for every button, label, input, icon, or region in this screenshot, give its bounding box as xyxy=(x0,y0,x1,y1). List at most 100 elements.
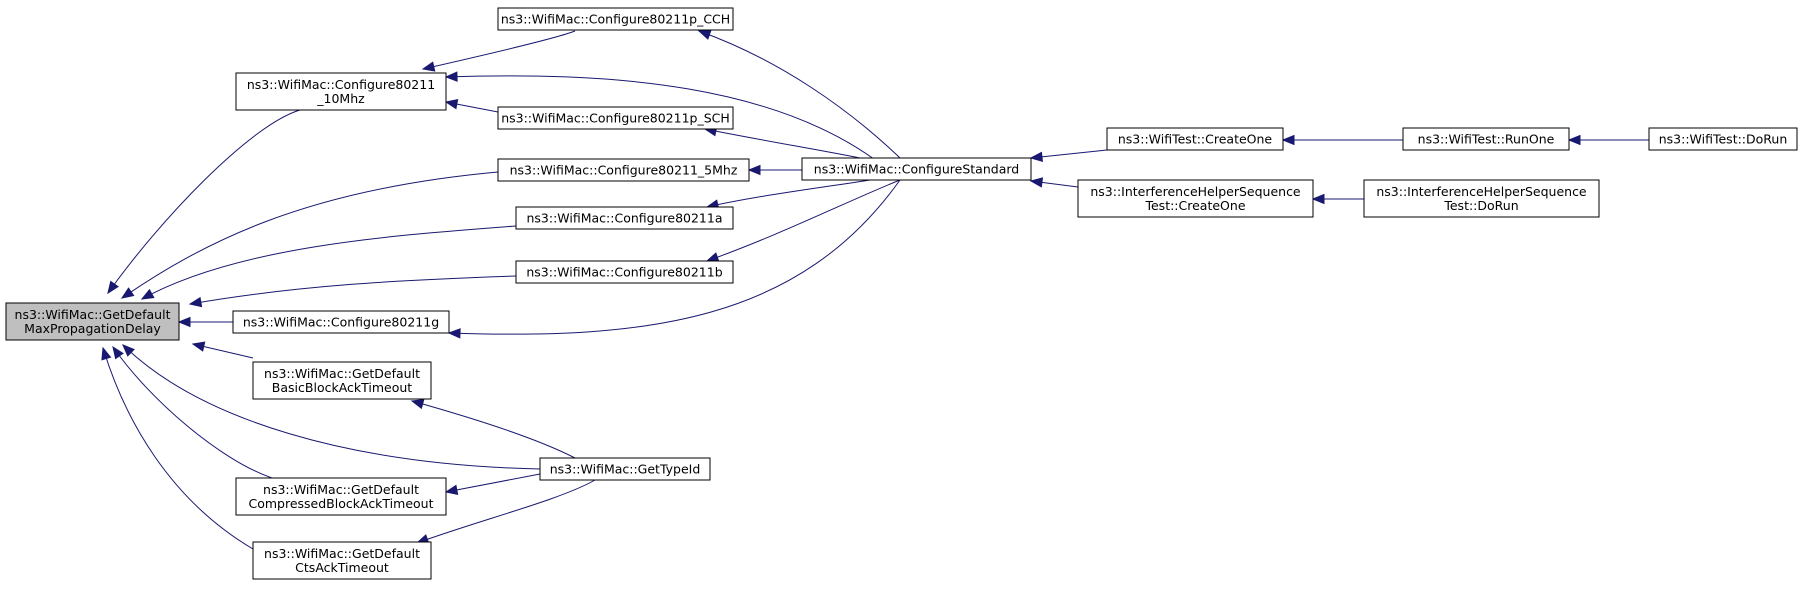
edge-line xyxy=(706,179,901,262)
edge-basic-to-root xyxy=(191,341,254,359)
edge-typeid-to-basic xyxy=(410,399,576,459)
node-label-line: ns3::WifiMac::Configure80211 xyxy=(247,77,435,92)
node-root[interactable]: ns3::WifiMac::GetDefaultMaxPropagationDe… xyxy=(5,302,180,341)
edge-line xyxy=(698,30,901,159)
node-wtd[interactable]: ns3::WifiTest::DoRun xyxy=(1648,127,1798,151)
node-typeid[interactable]: ns3::WifiMac::GetTypeId xyxy=(539,457,711,481)
edge-line xyxy=(102,347,254,550)
node-label-line: ns3::WifiMac::Configure80211p_SCH xyxy=(501,111,730,126)
node-ca[interactable]: ns3::WifiMac::Configure80211a xyxy=(515,206,734,230)
edge-psch-to-c10 xyxy=(444,99,499,113)
edge-arrowhead xyxy=(1567,134,1581,146)
node-label-line: ns3::WifiMac::GetDefault xyxy=(15,307,171,322)
edge-arrowhead xyxy=(191,341,206,352)
edge-ihc-to-cfg xyxy=(1029,177,1079,188)
edge-line xyxy=(121,171,499,299)
edge-line xyxy=(706,179,871,208)
edge-cts-to-root xyxy=(101,346,254,550)
edge-arrowhead xyxy=(1029,151,1043,163)
nodes-layer: ns3::WifiMac::GetDefaultMaxPropagationDe… xyxy=(5,7,1798,580)
node-label-line: ns3::WifiTest::RunOne xyxy=(1418,132,1555,147)
node-label-line: MaxPropagationDelay xyxy=(24,321,161,336)
edge-c10-to-root xyxy=(107,109,301,295)
node-box xyxy=(1648,127,1798,151)
node-label-line: ns3::InterferenceHelperSequence xyxy=(1376,184,1587,199)
node-box xyxy=(1402,127,1570,151)
node-pcch[interactable]: ns3::WifiMac::Configure80211p_CCH xyxy=(497,7,734,31)
edge-arrowhead xyxy=(421,61,436,72)
node-label-line: ns3::WifiMac::Configure80211a xyxy=(527,211,723,226)
edge-arrowhead xyxy=(101,346,112,361)
node-cb[interactable]: ns3::WifiMac::Configure80211b xyxy=(515,260,734,284)
edge-wtc-to-cfg xyxy=(1029,149,1108,163)
edge-cfg-to-c5 xyxy=(747,164,802,176)
node-label-line: ns3::WifiMac::Configure80211p_CCH xyxy=(501,12,730,27)
node-box xyxy=(515,260,734,284)
node-label-line: Test::DoRun xyxy=(1443,198,1518,213)
edge-line xyxy=(1030,149,1108,159)
edge-typeid-to-root xyxy=(122,344,541,470)
node-box xyxy=(497,7,734,31)
edge-cfg-to-ca xyxy=(705,179,871,210)
node-cg[interactable]: ns3::WifiMac::Configure80211g xyxy=(232,310,450,334)
node-basic[interactable]: ns3::WifiMac::GetDefaultBasicBlockAckTim… xyxy=(252,361,432,400)
node-cfg[interactable]: ns3::WifiMac::ConfigureStandard xyxy=(801,157,1032,181)
edge-line xyxy=(416,479,596,544)
node-wtc[interactable]: ns3::WifiTest::CreateOne xyxy=(1106,127,1284,151)
edge-arrowhead xyxy=(444,71,458,82)
edge-line xyxy=(107,109,301,294)
edge-cg-to-root xyxy=(177,316,233,328)
node-box xyxy=(235,477,447,516)
edge-line xyxy=(189,275,517,305)
edge-arrowhead xyxy=(697,29,712,40)
node-label-line: ns3::WifiMac::Configure80211g xyxy=(243,315,439,330)
edge-arrowhead xyxy=(1029,177,1044,188)
edge-arrowhead xyxy=(410,399,425,410)
node-box xyxy=(5,302,180,341)
node-ihd[interactable]: ns3::InterferenceHelperSequenceTest::DoR… xyxy=(1363,179,1600,218)
node-ihc[interactable]: ns3::InterferenceHelperSequenceTest::Cre… xyxy=(1077,179,1314,218)
edge-line xyxy=(448,179,901,335)
node-label-line: _10Mhz xyxy=(316,91,365,106)
edge-c5-to-root xyxy=(120,171,499,299)
node-c10[interactable]: ns3::WifiMac::Configure80211_10Mhz xyxy=(235,72,447,111)
edge-arrowhead xyxy=(1311,193,1325,205)
node-wtr[interactable]: ns3::WifiTest::RunOne xyxy=(1402,127,1570,151)
node-label-line: ns3::WifiMac::GetDefault xyxy=(264,546,420,561)
node-label-line: BasicBlockAckTimeout xyxy=(272,380,413,395)
node-box xyxy=(235,72,447,111)
node-box xyxy=(539,457,711,481)
edge-arrowhead xyxy=(112,345,124,360)
node-psch[interactable]: ns3::WifiMac::Configure80211p_SCH xyxy=(497,106,734,130)
node-box xyxy=(1106,127,1284,151)
node-c5[interactable]: ns3::WifiMac::Configure80211_5Mhz xyxy=(497,158,750,182)
node-label-line: ns3::WifiMac::GetTypeId xyxy=(550,462,701,477)
edge-line xyxy=(704,128,861,159)
edge-line xyxy=(411,400,576,459)
edge-line xyxy=(445,473,541,493)
edge-line xyxy=(445,75,901,181)
node-box xyxy=(252,541,432,580)
edge-arrowhead xyxy=(188,296,203,308)
node-label-line: ns3::WifiMac::Configure80211_5Mhz xyxy=(510,163,738,178)
node-box xyxy=(1363,179,1600,218)
edge-cfg-to-cb xyxy=(705,179,901,263)
node-box xyxy=(497,158,750,182)
edge-line xyxy=(141,225,517,300)
edge-cfg-to-c10 xyxy=(444,71,901,181)
edge-cfg-to-cg xyxy=(447,179,901,339)
edge-arrowhead xyxy=(444,484,459,495)
node-label-line: ns3::WifiMac::GetDefault xyxy=(264,366,420,381)
edge-arrowhead xyxy=(705,252,720,263)
node-comp[interactable]: ns3::WifiMac::GetDefaultCompressedBlockA… xyxy=(235,477,447,516)
edge-arrowhead xyxy=(444,99,459,110)
node-label-line: ns3::WifiMac::ConfigureStandard xyxy=(814,162,1019,177)
node-label-line: ns3::WifiMac::GetDefault xyxy=(263,482,419,497)
edge-arrowhead xyxy=(120,287,135,299)
edge-ihd-to-ihc xyxy=(1311,193,1364,205)
node-label-line: ns3::WifiTest::DoRun xyxy=(1659,132,1788,147)
edge-cb-to-root xyxy=(188,275,517,308)
edge-line xyxy=(112,346,273,479)
